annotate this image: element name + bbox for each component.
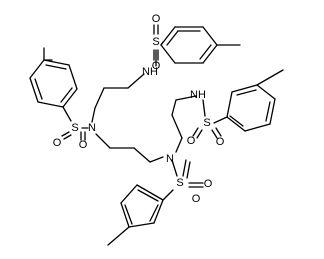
- bottom-tosyl-group: [107, 159, 204, 246]
- bond: [60, 87, 73, 103]
- atom-label-n: N: [166, 153, 174, 165]
- bond: [160, 41, 164, 46]
- bond: [244, 123, 271, 132]
- atom-label-o: O: [204, 178, 213, 190]
- bond: [29, 59, 45, 79]
- bond: [91, 107, 96, 123]
- atom-label-s: S: [152, 36, 159, 48]
- bond: [45, 64, 67, 70]
- top-tosyl-group: [153, 24, 241, 67]
- bond: [213, 116, 228, 124]
- bond: [256, 84, 276, 100]
- bond: [256, 69, 284, 86]
- bond: [171, 99, 177, 116]
- atom-label-s: S: [71, 122, 78, 134]
- bond: [94, 87, 105, 109]
- bond: [133, 147, 151, 163]
- bond: [137, 189, 159, 202]
- bond: [95, 133, 111, 149]
- bond: [196, 129, 203, 139]
- atom-label-nh: NH: [142, 66, 158, 78]
- bond: [68, 64, 78, 90]
- right-tosyl-group: [192, 69, 284, 139]
- atom-label-o: O: [152, 13, 161, 25]
- bond: [127, 73, 145, 89]
- bond: [202, 44, 218, 64]
- bond: [166, 30, 179, 46]
- bond: [120, 202, 130, 228]
- bond: [226, 116, 246, 132]
- atom-label-o: O: [216, 136, 225, 148]
- bond: [236, 89, 257, 96]
- atom-label-o: O: [53, 137, 62, 149]
- bond: [149, 204, 159, 222]
- bond: [182, 159, 187, 177]
- bond: [211, 129, 218, 139]
- atom-label-s: S: [176, 177, 183, 189]
- bond: [149, 156, 164, 163]
- bond: [120, 184, 138, 204]
- atom-label-o: O: [192, 193, 201, 205]
- bond: [171, 159, 178, 177]
- bond: [162, 189, 174, 201]
- bond: [63, 134, 72, 140]
- atom-label-o: O: [79, 139, 88, 151]
- bond: [153, 199, 164, 224]
- bond: [128, 222, 155, 228]
- bond: [160, 44, 176, 64]
- bond: [226, 91, 233, 118]
- atom-label-o: O: [152, 60, 161, 72]
- bond: [265, 101, 271, 122]
- bond: [202, 99, 206, 117]
- bond: [202, 26, 218, 46]
- bond: [231, 84, 258, 93]
- bond: [61, 131, 70, 137]
- bond: [136, 184, 164, 201]
- bond: [229, 115, 244, 127]
- bond: [215, 127, 222, 137]
- atom-label-s: S: [203, 117, 210, 129]
- bond: [175, 95, 197, 101]
- bond: [37, 101, 64, 108]
- bond: [186, 161, 191, 179]
- bond: [124, 204, 133, 225]
- propyl-chains: [91, 73, 197, 163]
- atom-label-nh: NH: [190, 89, 206, 101]
- atom-label-n: N: [88, 122, 96, 134]
- bond: [62, 106, 72, 122]
- atom-labels: S O O NH N S O O N S O O NH S O O: [53, 13, 225, 205]
- bond: [34, 78, 43, 100]
- bond: [62, 88, 78, 108]
- atom-label-o: O: [187, 135, 196, 147]
- bond: [171, 114, 183, 139]
- left-tosyl-group: [29, 47, 89, 141]
- bond: [269, 98, 276, 125]
- bond: [107, 226, 130, 246]
- bond: [29, 77, 39, 103]
- bond: [43, 59, 70, 66]
- bond: [175, 137, 183, 153]
- bond: [192, 127, 199, 137]
- bond: [199, 44, 212, 60]
